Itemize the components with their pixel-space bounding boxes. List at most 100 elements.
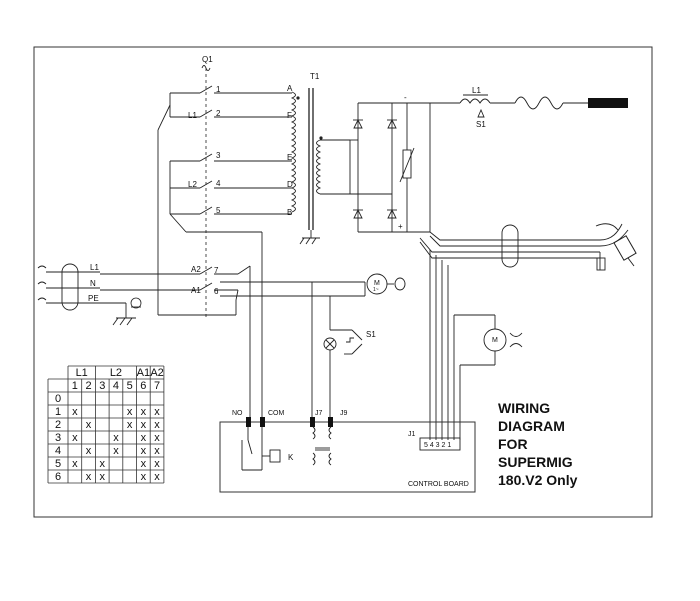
q1-knob bbox=[201, 65, 211, 71]
table-group-header: A2 bbox=[150, 367, 163, 379]
table-row-position: 0 bbox=[55, 393, 61, 405]
table-row-position: 1 bbox=[55, 406, 61, 418]
mains-input bbox=[37, 263, 142, 326]
wire-feed-motor bbox=[453, 314, 523, 440]
label-a1: A1 bbox=[191, 286, 201, 295]
label-contact-4: 4 bbox=[216, 179, 221, 188]
label-mains-l1: L1 bbox=[90, 263, 99, 272]
label-switch-l1: L1 bbox=[188, 111, 197, 120]
table-cell: x bbox=[100, 471, 106, 483]
table-cell: x bbox=[113, 445, 119, 457]
table-column-header: 7 bbox=[154, 380, 160, 392]
table-cell: x bbox=[100, 458, 106, 470]
label-tap-a: A bbox=[287, 84, 293, 93]
label-contact-2: 2 bbox=[216, 109, 221, 118]
label-tap-b: B bbox=[287, 208, 292, 217]
title-line-4: SUPERMIG bbox=[498, 454, 573, 470]
q1-contacts-a bbox=[100, 265, 365, 420]
label-j1: J1 bbox=[408, 431, 416, 438]
table-cell: x bbox=[154, 406, 160, 418]
control-board bbox=[219, 417, 476, 493]
table-row-position: 4 bbox=[55, 445, 61, 457]
table-cell: x bbox=[72, 458, 78, 470]
label-t1: T1 bbox=[310, 72, 320, 81]
label-contact-7: 7 bbox=[214, 266, 219, 275]
label-q1: Q1 bbox=[202, 55, 213, 64]
table-row-position: 6 bbox=[55, 471, 61, 483]
label-contact-3: 3 bbox=[216, 151, 221, 160]
label-fan-motor: M bbox=[374, 280, 380, 287]
diagram-border bbox=[33, 46, 653, 518]
table-cell: x bbox=[141, 458, 147, 470]
table-row-position: 5 bbox=[55, 458, 61, 470]
label-tap-d: D bbox=[287, 180, 293, 189]
table-column-header: 2 bbox=[85, 380, 91, 392]
label-j7: J7 bbox=[315, 410, 323, 417]
table-cell: x bbox=[141, 471, 147, 483]
table-group-header: L1 bbox=[76, 367, 88, 379]
table-cell: x bbox=[86, 419, 92, 431]
label-com: COM bbox=[268, 410, 285, 417]
torch-leads bbox=[392, 223, 637, 440]
label-mains-n: N bbox=[90, 279, 96, 288]
label-no: NO bbox=[232, 410, 243, 417]
table-cell: x bbox=[72, 432, 78, 444]
table-cell: x bbox=[141, 419, 147, 431]
label-contact-5: 5 bbox=[216, 206, 221, 215]
label-plus: + bbox=[398, 222, 403, 231]
table-cell: x bbox=[154, 458, 160, 470]
table-cell: x bbox=[141, 445, 147, 457]
table-cell: x bbox=[86, 445, 92, 457]
label-contact-1: 1 bbox=[216, 85, 221, 94]
label-j1-pins: 5 4 3 2 1 bbox=[424, 442, 451, 449]
thermal-switch-s1 bbox=[311, 282, 363, 420]
label-j9: J9 bbox=[340, 410, 348, 417]
label-switch-l2: L2 bbox=[188, 180, 197, 189]
label-tap-e: E bbox=[287, 153, 292, 162]
rectifier-bridge bbox=[349, 102, 460, 233]
table-column-header: 1 bbox=[72, 380, 78, 392]
label-contact-6: 6 bbox=[214, 287, 219, 296]
choke-and-output bbox=[459, 94, 628, 118]
title-line-2: DIAGRAM bbox=[498, 418, 565, 434]
diagram-title: WIRING DIAGRAM FOR SUPERMIG 180.V2 Only bbox=[498, 400, 578, 488]
label-s1-top: S1 bbox=[476, 120, 486, 129]
label-tap-f: F bbox=[287, 111, 292, 120]
table-cell: x bbox=[141, 432, 147, 444]
label-s1-mid: S1 bbox=[366, 330, 376, 339]
table-group-header: A1 bbox=[137, 367, 150, 379]
transformer-t1 bbox=[290, 88, 350, 245]
label-control-board: CONTROL BOARD bbox=[408, 481, 469, 488]
label-a2: A2 bbox=[191, 265, 201, 274]
title-line-5: 180.V2 Only bbox=[498, 472, 578, 488]
table-cell: x bbox=[154, 419, 160, 431]
table-cell: x bbox=[141, 406, 147, 418]
fan-motor bbox=[364, 273, 406, 296]
table-row-position: 3 bbox=[55, 432, 61, 444]
label-feed-motor: M bbox=[492, 337, 498, 344]
table-column-header: 5 bbox=[127, 380, 133, 392]
title-line-3: FOR bbox=[498, 436, 528, 452]
table-cell: x bbox=[113, 432, 119, 444]
label-fan-motor-phase: 1~ bbox=[373, 287, 379, 293]
table-cell: x bbox=[154, 445, 160, 457]
q1-contacts bbox=[157, 85, 292, 420]
label-relay-k: K bbox=[288, 453, 294, 462]
title-line-1: WIRING bbox=[498, 400, 550, 416]
table-cell: x bbox=[154, 432, 160, 444]
table-cell: x bbox=[154, 471, 160, 483]
label-minus: - bbox=[404, 93, 407, 102]
table-cell: x bbox=[86, 471, 92, 483]
label-choke-l1: L1 bbox=[472, 86, 481, 95]
table-cell: x bbox=[127, 406, 133, 418]
label-mains-pe: PE bbox=[88, 294, 99, 303]
component-labels: Q1 T1 A F E D B 1 2 3 4 5 6 7 L1 L2 A2 A… bbox=[88, 55, 498, 488]
table-column-header: 4 bbox=[113, 380, 119, 392]
table-row-position: 2 bbox=[55, 419, 61, 431]
table-cell: x bbox=[127, 419, 133, 431]
table-group-header: L2 bbox=[110, 367, 122, 379]
table-column-header: 6 bbox=[140, 380, 146, 392]
table-cell: x bbox=[72, 406, 78, 418]
